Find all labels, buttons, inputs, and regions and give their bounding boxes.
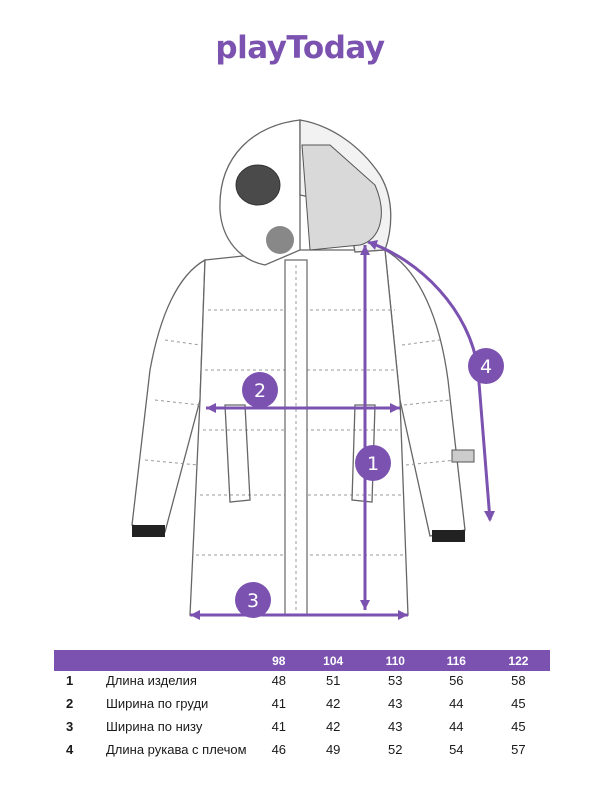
row-value: 48 — [271, 673, 287, 688]
row-value: 46 — [271, 742, 287, 757]
measurement-guides — [190, 240, 492, 617]
table-row: 2 Ширина по груди 41 42 43 44 45 — [54, 694, 550, 717]
row-value: 42 — [325, 696, 341, 711]
row-label: Ширина по низу — [106, 719, 203, 734]
left-pocket — [224, 404, 251, 503]
row-num: 1 — [66, 673, 74, 688]
header-size-110: 110 — [364, 650, 426, 671]
marker-2: 2 — [242, 372, 278, 408]
row-value: 53 — [388, 673, 403, 688]
row-label: Длина рукава с плечом — [106, 742, 247, 757]
row-value: 41 — [271, 696, 287, 711]
guide-arrowheads — [190, 240, 495, 620]
row-num: 2 — [66, 696, 74, 711]
brand-logo: playToday — [0, 30, 600, 66]
row-label: Ширина по груди — [106, 696, 209, 711]
header-num — [54, 650, 106, 671]
hood-badge — [235, 164, 281, 206]
marker-2-label: 2 — [254, 380, 266, 402]
header-size-116: 116 — [425, 650, 487, 671]
row-value: 45 — [511, 696, 526, 711]
marker-1-label: 1 — [367, 453, 379, 475]
sleeve-tab — [451, 449, 475, 463]
hood-trim — [266, 226, 294, 254]
size-table: 98 104 110 116 122 1 Длина изделия 48 51… — [54, 650, 550, 782]
row-value: 58 — [511, 673, 526, 688]
row-value: 44 — [449, 696, 464, 711]
row-value: 43 — [388, 696, 403, 711]
row-value: 49 — [325, 742, 341, 757]
row-value: 51 — [325, 673, 341, 688]
row-value: 54 — [449, 742, 464, 757]
table-row: 1 Длина изделия 48 51 53 56 58 — [54, 671, 550, 694]
row-num: 4 — [66, 742, 74, 757]
right-pocket — [351, 404, 376, 503]
right-cuff — [432, 530, 465, 542]
row-value: 56 — [449, 673, 464, 688]
header-size-122: 122 — [486, 650, 550, 671]
size-table-header: 98 104 110 116 122 — [54, 650, 550, 671]
marker-3-label: 3 — [247, 590, 259, 612]
marker-4: 4 — [468, 348, 504, 384]
row-value: 42 — [325, 719, 341, 734]
row-value: 52 — [388, 742, 403, 757]
marker-3: 3 — [235, 582, 271, 618]
header-size-104: 104 — [301, 650, 365, 671]
logo-text: playToday — [215, 30, 385, 66]
marker-1: 1 — [355, 445, 391, 481]
row-value: 41 — [271, 719, 287, 734]
right-sleeve — [384, 248, 466, 537]
row-value: 43 — [388, 719, 403, 734]
left-sleeve — [131, 258, 206, 533]
header-label — [106, 650, 256, 671]
row-value: 44 — [449, 719, 464, 734]
left-cuff — [132, 525, 165, 537]
row-value: 45 — [511, 719, 526, 734]
header-size-98: 98 — [256, 650, 302, 671]
hood-lining — [301, 144, 382, 251]
table-row: 4 Длина рукава с плечом 46 49 52 54 57 — [54, 740, 550, 782]
marker-4-label: 4 — [480, 356, 492, 378]
jacket-drawing: 2 1 3 4 — [131, 119, 504, 620]
row-value: 57 — [511, 742, 526, 757]
table-row: 3 Ширина по низу 41 42 43 44 45 — [54, 717, 550, 740]
row-label: Длина изделия — [106, 673, 197, 688]
row-num: 3 — [66, 719, 74, 734]
jacket-illustration: 2 1 3 4 — [0, 100, 600, 640]
